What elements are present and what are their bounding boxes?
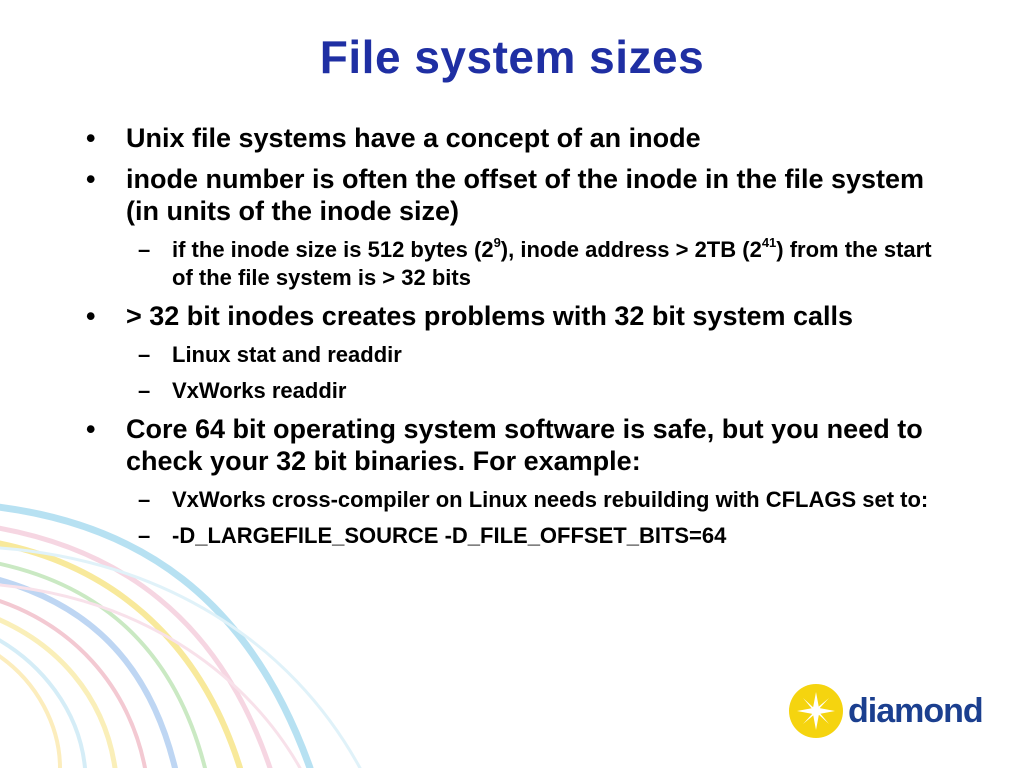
bullet-item: • Unix file systems have a concept of an…	[86, 122, 956, 154]
bullet-marker: •	[86, 414, 96, 444]
sub-bullet-text: VxWorks cross-compiler on Linux needs re…	[172, 487, 929, 512]
text-segment: if the inode size is 512 bytes (2	[172, 237, 494, 262]
diamond-logo: diamond	[786, 678, 996, 744]
bullet-item: • > 32 bit inodes creates problems with …	[86, 300, 956, 332]
bullet-text: Core 64 bit operating system software is…	[126, 414, 923, 476]
sub-bullet-marker: –	[138, 487, 151, 512]
sub-bullet-text: VxWorks readdir	[172, 378, 347, 403]
bullet-text: inode number is often the offset of the …	[126, 164, 925, 226]
superscript: 9	[493, 234, 501, 250]
sub-bullet-item: – VxWorks readdir	[86, 377, 956, 405]
superscript: 41	[761, 234, 777, 250]
bullet-list: • Unix file systems have a concept of an…	[86, 122, 956, 558]
text-segment: ), inode address > 2TB (2	[500, 237, 762, 262]
bullet-item: • Core 64 bit operating system software …	[86, 413, 956, 477]
sub-bullet-text: Linux stat and readdir	[172, 342, 402, 367]
sub-bullet-text: if the inode size is 512 bytes (29), ino…	[172, 234, 932, 290]
sub-bullet-text: -D_LARGEFILE_SOURCE -D_FILE_OFFSET_BITS=…	[172, 523, 727, 548]
bullet-text: Unix file systems have a concept of an i…	[126, 123, 701, 153]
sub-bullet-marker: –	[138, 342, 151, 367]
sub-bullet-marker: –	[138, 523, 151, 548]
sub-bullet-item: – VxWorks cross-compiler on Linux needs …	[86, 486, 956, 514]
sub-bullet-item: – Linux stat and readdir	[86, 341, 956, 369]
bullet-marker: •	[86, 301, 96, 331]
bullet-marker: •	[86, 164, 96, 194]
sunburst-icon	[789, 684, 843, 738]
sub-bullet-item: – if the inode size is 512 bytes (29), i…	[86, 236, 956, 292]
slide-title: File system sizes	[319, 31, 705, 83]
text-segment: ) from the start of the file system is >…	[172, 237, 932, 290]
sub-bullet-marker: –	[138, 237, 151, 262]
logo-wordmark: diamond	[848, 692, 984, 730]
sub-bullet-item: – -D_LARGEFILE_SOURCE -D_FILE_OFFSET_BIT…	[86, 522, 956, 550]
bullet-marker: •	[86, 123, 96, 153]
bullet-text: > 32 bit inodes creates problems with 32…	[126, 301, 854, 331]
sub-bullet-marker: –	[138, 378, 151, 403]
bullet-item: • inode number is often the offset of th…	[86, 163, 956, 227]
